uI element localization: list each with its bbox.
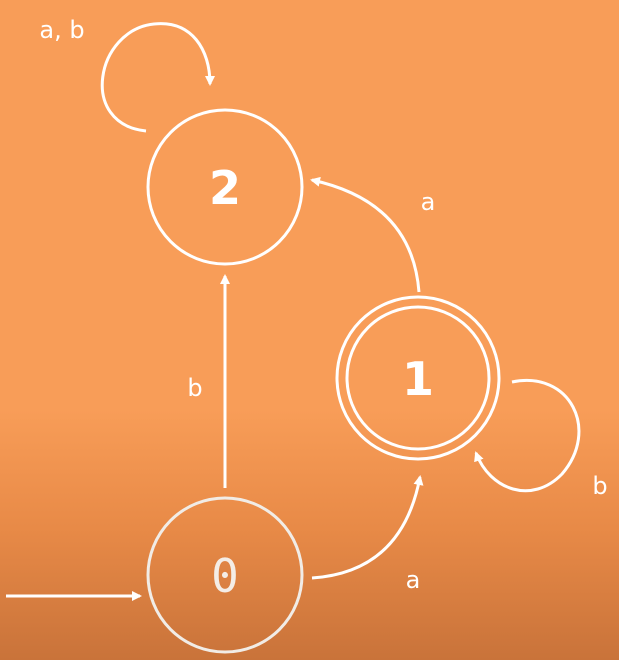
edge-1-to-2 <box>310 176 421 293</box>
state-1: 1 <box>335 295 501 461</box>
edge-1-self-loop <box>474 379 581 493</box>
state-0-label: 0 <box>211 549 239 603</box>
state-2-label: 2 <box>209 161 241 215</box>
edge-1-to-2-label: a <box>421 188 436 216</box>
edge-0-to-1-label: a <box>406 566 421 594</box>
state-1-outer-ring <box>335 295 501 461</box>
state-1-inner-ring <box>345 305 491 451</box>
edge-0-to-2-label: b <box>187 374 202 402</box>
edge-0-to-1 <box>311 475 424 580</box>
state-0: 0 <box>146 496 304 654</box>
state-2: 2 <box>146 108 304 266</box>
edge-2-self-loop-label: a, b <box>39 16 84 44</box>
edge-2-self-loop <box>100 22 215 133</box>
state-1-label: 1 <box>402 352 434 406</box>
edge-1-self-loop-label: b <box>592 472 607 500</box>
